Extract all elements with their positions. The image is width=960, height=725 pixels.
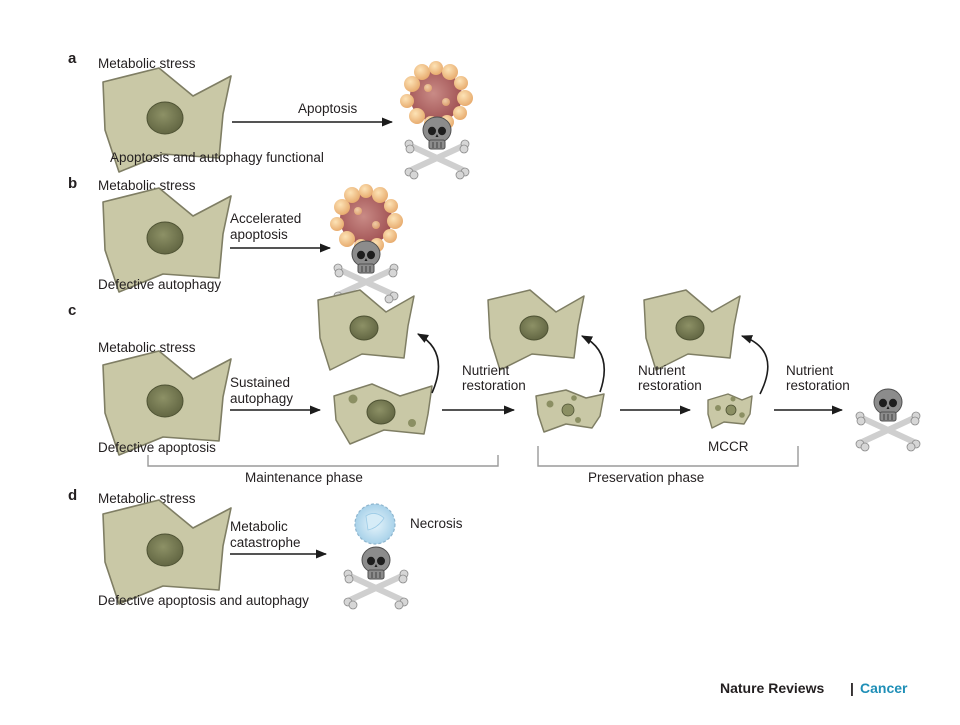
panel-a: a Metabolic stress Apoptosis Apoptosis a… [68,50,473,179]
panel-c-arrow-label-line1: Sustained [230,375,290,390]
panel-d-necrosis-label: Necrosis [410,516,463,531]
panel-c-arrow-label-line2: autophagy [230,391,293,406]
panel-c-restored-cell-3 [643,289,741,371]
journal-name: Nature Reviews [720,680,824,696]
panel-c-restored-cell-1 [317,289,415,371]
panel-a-letter: a [68,50,77,67]
panel-c-nutrient3-line2: restoration [786,378,850,393]
panel-d-skull-icon [344,547,408,609]
panel-c-restoration-arrow-2 [580,335,606,393]
panel-c-nutrient1-line2: restoration [462,378,526,393]
panel-a-stress-label: Metabolic stress [98,56,196,71]
panel-d: d Metabolic stress Metabolic catastrophe… [68,487,463,609]
panel-b-arrow-label-line2: apoptosis [230,227,288,242]
panel-b-arrow-label-line1: Accelerated [230,211,301,226]
panel-b-letter: b [68,175,77,192]
panel-d-cell [102,499,232,605]
panel-c-maintenance-bracket [147,455,499,467]
panel-d-caption: Defective apoptosis and autophagy [98,593,309,608]
panel-c-restoration-arrow-1 [417,333,440,394]
panel-d-stress-label: Metabolic stress [98,491,196,506]
panel-c-autophagic-cell [333,383,433,445]
panel-c-restoration-arrow-3 [740,335,769,395]
panel-c-nutrient2-line2: restoration [638,378,702,393]
panel-c-skull-icon [856,389,920,451]
panel-d-necrotic-cell [354,503,396,545]
panel-a-skull-icon [405,117,469,179]
panel-c-shrinking-cell [535,389,605,433]
panel-c-maintenance-label: Maintenance phase [245,470,363,485]
panel-c-nutrient1-line1: Nutrient [462,363,510,378]
panel-c-preservation-bracket [537,446,799,467]
panel-b-stress-label: Metabolic stress [98,178,196,193]
panel-c-preservation-label: Preservation phase [588,470,704,485]
panel-c-caption: Defective apoptosis [98,440,216,455]
panel-d-arrow-label-line1: Metabolic [230,519,288,534]
panel-b-caption: Defective autophagy [98,277,221,292]
panel-c-nutrient3-line1: Nutrient [786,363,834,378]
panel-c-stress-label: Metabolic stress [98,340,196,355]
panel-a-arrow-label: Apoptosis [298,101,358,116]
panel-c-mccr-label: MCCR [708,439,749,454]
journal-separator: | [850,680,854,696]
panel-b: b Metabolic stress Accelerated apoptosis… [68,175,403,303]
panel-c-restored-cell-2 [487,289,585,371]
panel-c-nutrient2-line1: Nutrient [638,363,686,378]
panel-d-letter: d [68,487,77,504]
journal-credit: Nature Reviews | Cancer [720,680,908,696]
panel-a-caption: Apoptosis and autophagy functional [110,150,324,165]
panel-c-letter: c [68,302,76,319]
panel-d-arrow-label-line2: catastrophe [230,535,301,550]
panel-c-mccr-cell [707,393,753,429]
journal-section: Cancer [860,680,908,696]
panel-c: c Metabolic stress Sustained autophagy N… [68,289,920,485]
